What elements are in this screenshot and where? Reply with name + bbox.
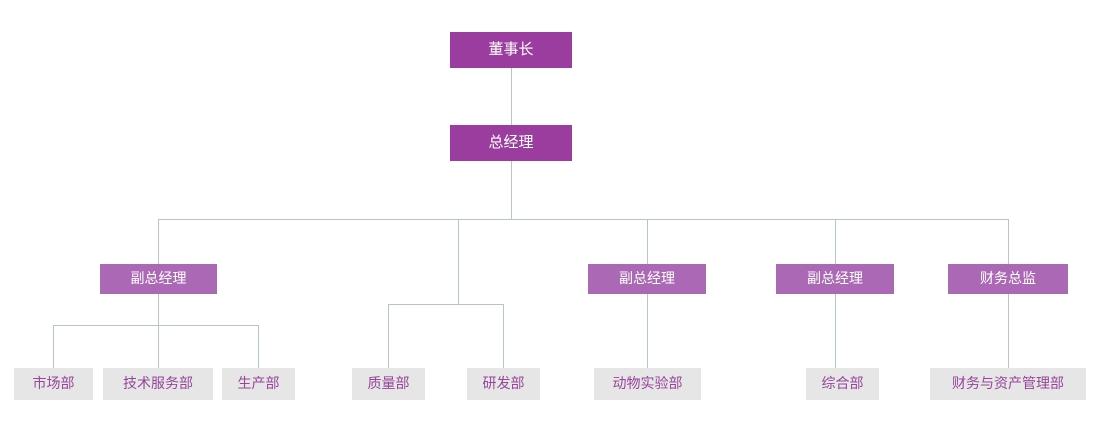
node-dept-tech-service[interactable]: 技术服务部 — [103, 368, 213, 400]
connector-branch2-child-1 — [388, 304, 389, 368]
connector-vp1-to-subbus — [158, 294, 159, 325]
connector-bus-drop-4 — [835, 219, 836, 264]
node-dept-general-affairs[interactable]: 综合部 — [806, 368, 879, 400]
node-chairman-label: 董事长 — [488, 40, 534, 58]
connector-vp1-child-2 — [158, 325, 159, 368]
node-dept-rnd-label: 研发部 — [482, 375, 525, 392]
node-vp-1[interactable]: 副总经理 — [100, 264, 217, 294]
connector-branch2-child-2 — [503, 304, 504, 368]
node-dept-finance-asset[interactable]: 财务与资产管理部 — [930, 368, 1086, 400]
node-vp-2[interactable]: 副总经理 — [588, 264, 706, 294]
node-cfo-label: 财务总监 — [980, 270, 1036, 287]
connector-vp1-child-1 — [53, 325, 54, 368]
connector-vp1-child-3 — [258, 325, 259, 368]
connector-bus-drop-1 — [158, 219, 159, 264]
connector-main-bus — [158, 219, 1009, 220]
node-dept-market-label: 市场部 — [32, 375, 75, 392]
connector-chairman-to-gm — [511, 68, 512, 125]
connector-vp3-to-child — [835, 294, 836, 368]
connector-vp2-to-child — [647, 294, 648, 368]
node-dept-quality-label: 质量部 — [367, 375, 410, 392]
connector-bus-drop-5 — [1008, 219, 1009, 264]
node-general-manager[interactable]: 总经理 — [450, 125, 572, 161]
node-dept-tech-service-label: 技术服务部 — [123, 375, 193, 392]
node-dept-production[interactable]: 生产部 — [222, 368, 295, 400]
node-vp-1-label: 副总经理 — [130, 270, 187, 287]
node-vp-3-label: 副总经理 — [807, 270, 863, 287]
connector-bus-drop-3 — [647, 219, 648, 264]
node-dept-animal-lab-label: 动物实验部 — [612, 375, 683, 392]
node-vp-2-label: 副总经理 — [619, 270, 675, 287]
node-dept-animal-lab[interactable]: 动物实验部 — [594, 368, 701, 400]
node-cfo[interactable]: 财务总监 — [948, 264, 1068, 294]
connector-cfo-to-child — [1008, 294, 1009, 368]
node-dept-rnd[interactable]: 研发部 — [467, 368, 540, 400]
node-general-manager-label: 总经理 — [488, 133, 534, 151]
connector-vp1-subbus — [53, 325, 259, 326]
connector-gm-to-bus — [511, 161, 512, 219]
connector-branch2-subbus — [388, 304, 504, 305]
node-dept-finance-asset-label: 财务与资产管理部 — [952, 375, 1064, 392]
node-dept-general-affairs-label: 综合部 — [821, 375, 864, 392]
node-vp-3[interactable]: 副总经理 — [776, 264, 894, 294]
node-dept-market[interactable]: 市场部 — [14, 368, 93, 400]
node-chairman[interactable]: 董事长 — [450, 32, 572, 68]
connector-bus-drop-2 — [458, 219, 459, 305]
node-dept-production-label: 生产部 — [237, 375, 280, 392]
node-dept-quality[interactable]: 质量部 — [352, 368, 425, 400]
